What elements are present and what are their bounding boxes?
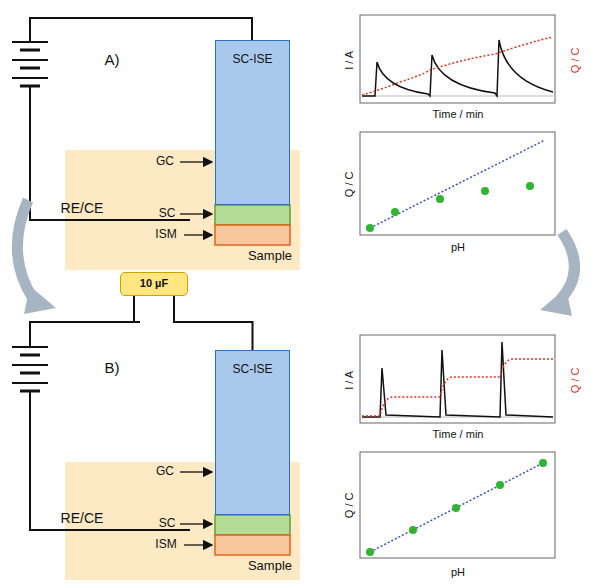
label-holder: Time / min [433, 108, 484, 121]
label-holder: I / A [343, 371, 356, 390]
label-holder: B) [105, 359, 120, 376]
plot-frame [360, 15, 555, 558]
battery-symbol [12, 40, 48, 402]
node-text: SC-ISE [216, 363, 289, 377]
label-holder: Time / min [433, 428, 484, 441]
axis-label: I / A [343, 51, 356, 70]
axis-label: Q / C [569, 47, 582, 73]
label-holder: ISM [155, 228, 176, 242]
axis-label: Q / C [343, 492, 356, 518]
layer-label: ISM [155, 538, 176, 552]
label-holder: Q / C [569, 47, 582, 73]
axis-label: pH [451, 241, 465, 254]
layer-label: SC [159, 207, 176, 221]
axis-label: Q / C [343, 171, 356, 197]
label-holder: GC [156, 155, 174, 169]
label-holder: ISM [155, 538, 176, 552]
node-text: 10 µF [121, 277, 187, 290]
label-holder: RE/CE [61, 200, 104, 216]
label-holder: Q / C [343, 492, 356, 518]
electrode-label: RE/CE [61, 200, 104, 216]
panel-letter: B) [105, 359, 120, 376]
electrode-body: SC-ISE [215, 350, 290, 515]
axis-label: I / A [343, 371, 356, 390]
current-trace [362, 37, 553, 417]
flow-arrow [17, 200, 574, 316]
panel-letter: A) [105, 51, 120, 68]
label-holder: SC [159, 517, 176, 531]
wire [174, 296, 253, 350]
axis-label: pH [451, 566, 465, 579]
leader-arrow [180, 162, 212, 545]
wire [134, 296, 140, 322]
node-text: SC-ISE [216, 53, 289, 67]
layer-label: GC [156, 465, 174, 479]
label-holder: GC [156, 465, 174, 479]
label-holder: Q / C [569, 367, 582, 393]
node-text: Sample [248, 249, 292, 264]
label-holder: I / A [343, 51, 356, 70]
capacitor-box: 10 µF [120, 272, 188, 296]
layer-label: GC [156, 155, 174, 169]
label-holder: SC [159, 207, 176, 221]
layer-label: ISM [155, 228, 176, 242]
electrode-body: SC-ISE [215, 40, 290, 205]
label-holder: Q / C [343, 171, 356, 197]
label-holder: RE/CE [61, 510, 104, 526]
layer-label: SC [159, 517, 176, 531]
label-holder: pH [451, 241, 465, 254]
electrode-label: RE/CE [61, 510, 104, 526]
axis-label: Q / C [569, 367, 582, 393]
axis-label: Time / min [433, 428, 484, 441]
axis-label: Time / min [433, 108, 484, 121]
node-text: Sample [248, 559, 292, 574]
label-holder: pH [451, 566, 465, 579]
calibration-plot [366, 140, 547, 556]
label-holder: A) [105, 51, 120, 68]
electrode-layers [215, 205, 290, 555]
